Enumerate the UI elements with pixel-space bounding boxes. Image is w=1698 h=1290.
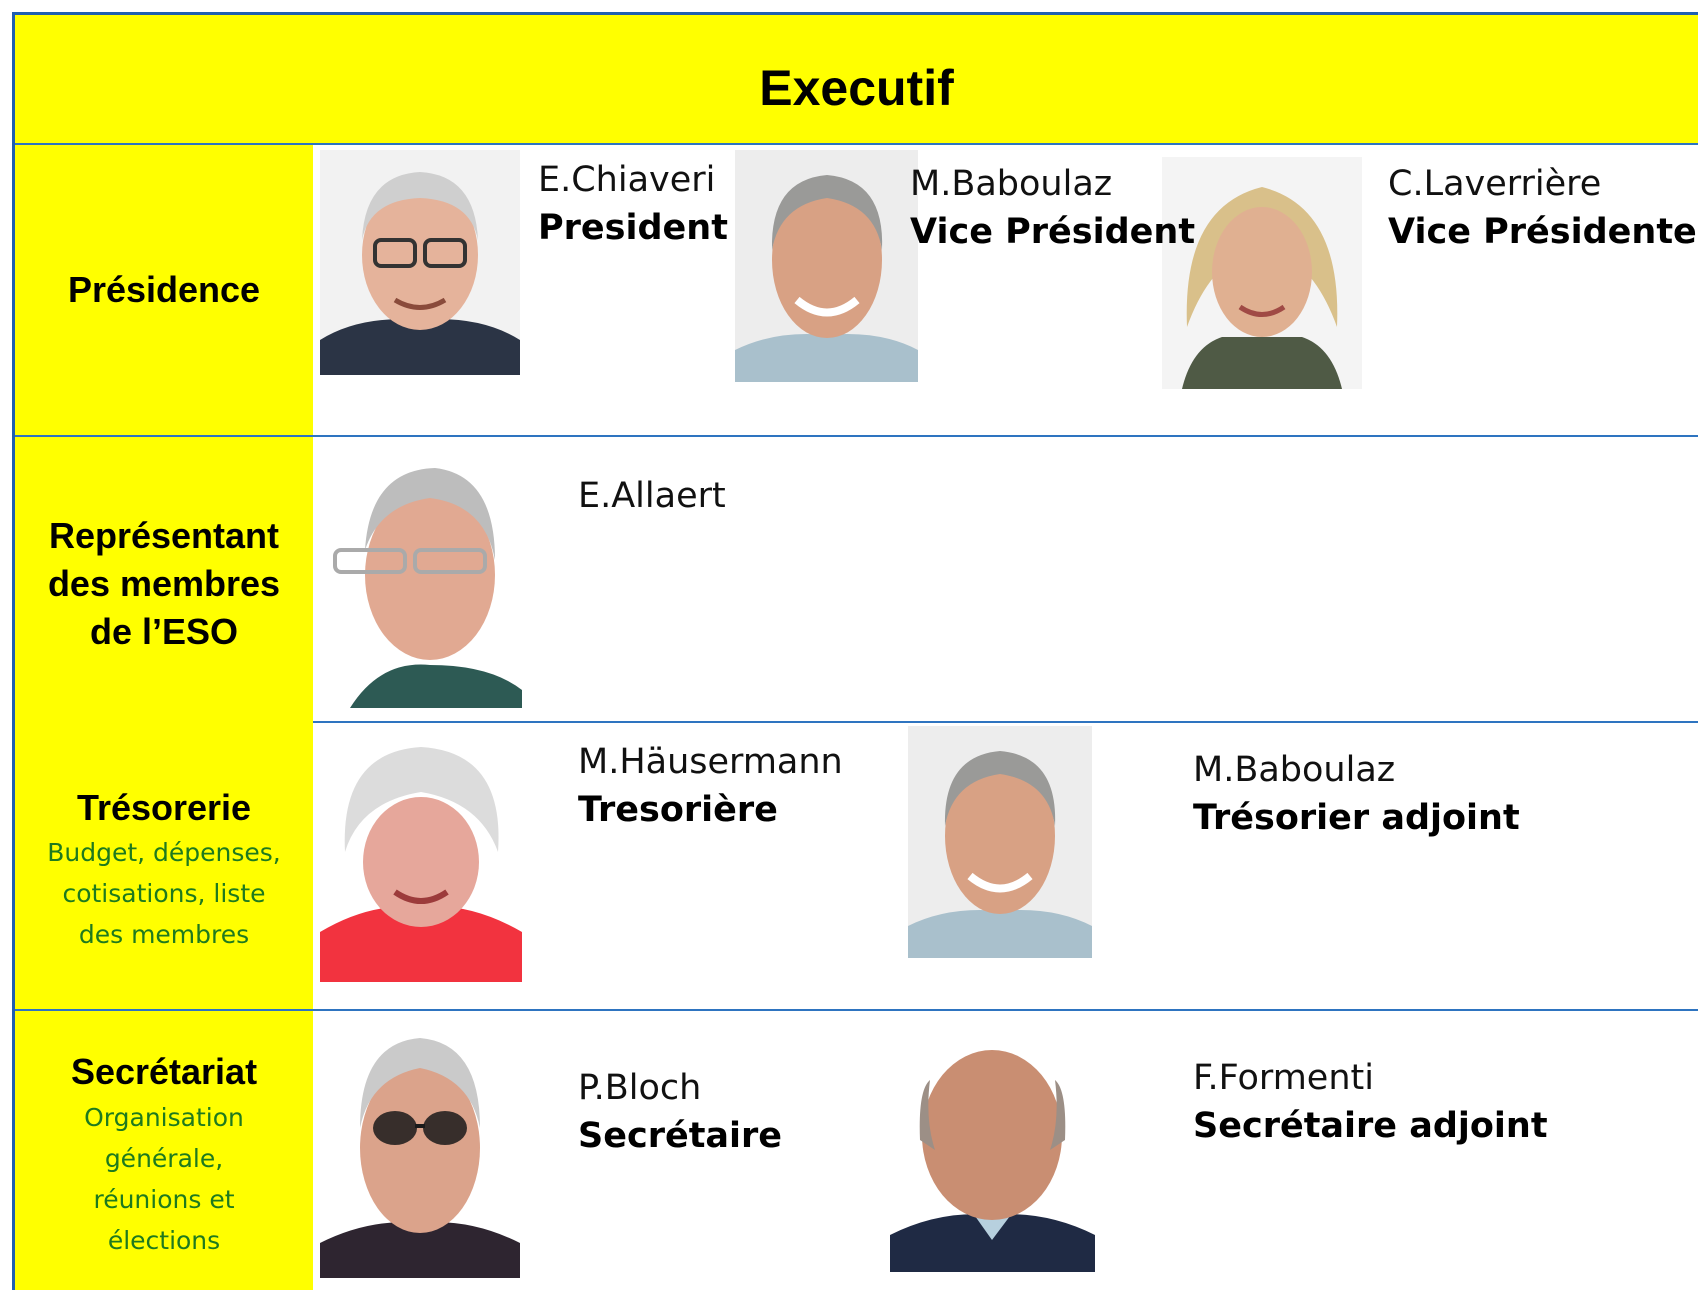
- sidebar-secretariat: [15, 1011, 313, 1290]
- section-sub-secretariat: Organisation: [84, 1103, 244, 1132]
- person-name-baboulaz-tr: M.Baboulaz: [1193, 750, 1396, 790]
- person-name-baboulaz-vp: M.Baboulaz: [910, 164, 1113, 204]
- person-name-chiaveri: E.Chiaveri: [538, 160, 716, 200]
- portrait-allaert-photo: [320, 450, 522, 708]
- person-name-bloch: P.Bloch: [578, 1068, 702, 1108]
- section-label-representant-line3: de l’ESO: [89, 611, 239, 652]
- portrait-hausermann-photo: [320, 732, 522, 982]
- section-label-presidence: Présidence: [67, 269, 261, 310]
- person-role-baboulaz-vp: Vice Président: [910, 212, 1196, 252]
- portrait-chiaveri-photo: [320, 150, 520, 375]
- portrait-baboulaz-photo: [735, 150, 918, 382]
- section-sub-tresorerie: Budget, dépenses,: [47, 838, 281, 867]
- person-role-laverriere: Vice Présidente: [1388, 212, 1697, 252]
- sidebar-representant-tresorerie: [15, 437, 313, 1009]
- section-label-tresorerie: Trésorerie: [76, 787, 252, 828]
- section-label-representant-line2: des membres: [47, 563, 281, 604]
- section-sub-tresorerie: cotisations, liste: [62, 879, 266, 908]
- portrait-laverriere-photo: [1162, 157, 1362, 389]
- section-sub-secretariat: élections: [107, 1226, 221, 1255]
- person-role-chiaveri: President: [538, 208, 728, 248]
- header-banner: Executif: [15, 15, 1698, 145]
- sidebar-presidence: [15, 145, 313, 435]
- portrait-baboulaz-photo: [908, 726, 1092, 958]
- person-role-bloch: Secrétaire: [578, 1116, 783, 1156]
- separator-line: [15, 1009, 1698, 1011]
- page-title: Executif: [759, 60, 954, 116]
- person-name-formenti: F.Formenti: [1193, 1058, 1374, 1098]
- person-role-hausermann: Tresorière: [578, 790, 778, 830]
- separator-line: [313, 721, 1698, 723]
- portrait-bloch-photo: [320, 1018, 520, 1278]
- person-name-hausermann: M.Häusermann: [578, 742, 843, 782]
- person-name-allaert: E.Allaert: [578, 476, 726, 516]
- section-sub-secretariat: générale,: [104, 1144, 224, 1173]
- page-frame: [12, 12, 1698, 1290]
- section-label-representant-line1: Représentant: [48, 515, 280, 556]
- portrait-formenti-photo: [890, 1030, 1095, 1272]
- person-name-laverriere: C.Laverrière: [1388, 164, 1602, 204]
- section-sub-tresorerie: des membres: [78, 920, 250, 949]
- separator-line: [15, 435, 1698, 437]
- section-sub-secretariat: réunions et: [93, 1185, 235, 1214]
- section-label-secretariat: Secrétariat: [70, 1051, 258, 1092]
- person-role-formenti: Secrétaire adjoint: [1193, 1106, 1548, 1146]
- person-role-baboulaz-tr: Trésorier adjoint: [1193, 798, 1520, 838]
